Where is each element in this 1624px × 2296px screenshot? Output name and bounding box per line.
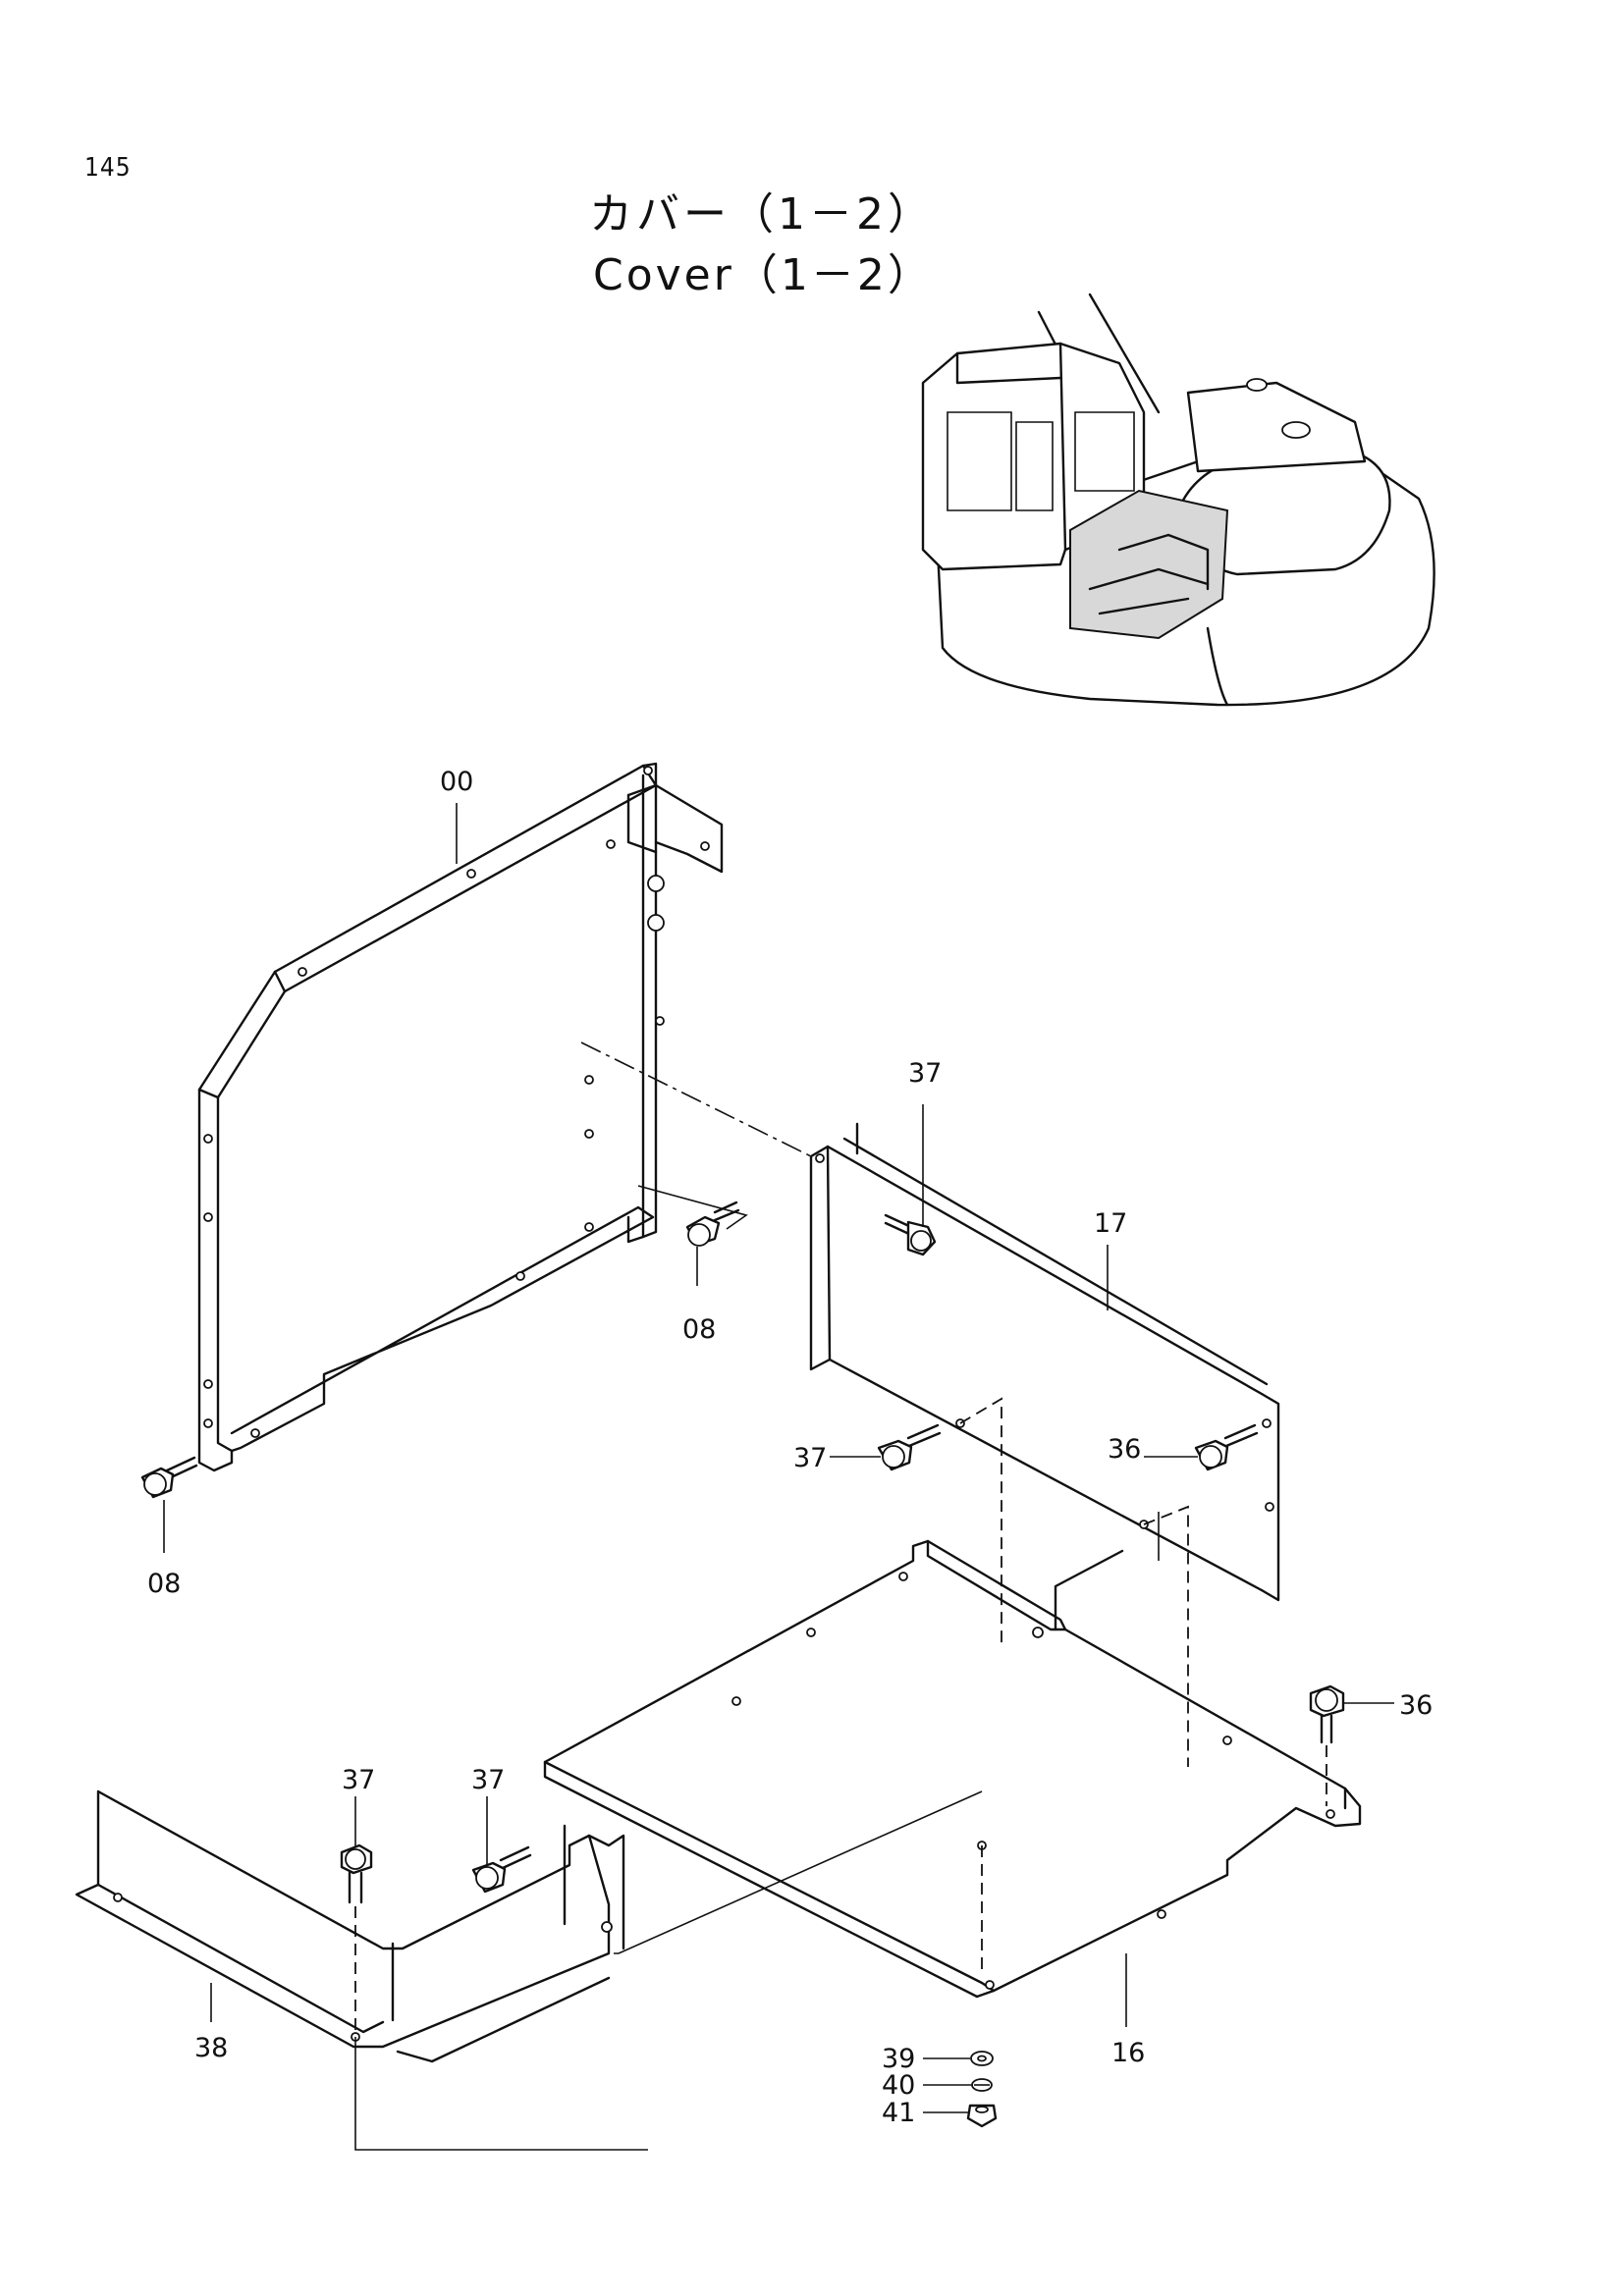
cover-part-38 (75, 1789, 648, 2151)
bolt-36-right (1309, 1684, 1345, 1806)
callout-41: 41 (882, 2098, 915, 2128)
callout-08-lower: 08 (147, 1569, 181, 1599)
title-english: Cover（1－2） (593, 250, 934, 300)
panel-part-17 (809, 1122, 1280, 1767)
washer-40 (971, 2078, 993, 2092)
bolt-37-mid (877, 1423, 942, 1471)
bolt-37-left-b (471, 1845, 532, 1894)
callout-36-right: 36 (1399, 1690, 1433, 1721)
callout-36-mid: 36 (1108, 1434, 1141, 1465)
callout-00: 00 (440, 767, 473, 797)
callout-39: 39 (882, 2044, 915, 2074)
callout-37-left-b: 37 (471, 1765, 505, 1795)
callout-40: 40 (882, 2070, 915, 2101)
callout-37-left-a: 37 (342, 1765, 375, 1795)
plate-part-16 (543, 1512, 1362, 1999)
frame-part-00 (197, 762, 812, 1472)
bolt-37-left-a (340, 1843, 373, 2030)
washer-39 (970, 2051, 994, 2066)
bolt-36-mid (1194, 1423, 1259, 1471)
nut-41 (966, 2104, 998, 2128)
callout-leaders (163, 803, 1394, 2113)
callout-37-mid: 37 (793, 1443, 827, 1473)
bolt-37-top (884, 1213, 937, 1256)
title-japanese: カバー（1－2） (589, 189, 935, 240)
callout-38: 38 (194, 2033, 228, 2063)
callout-17: 17 (1094, 1208, 1127, 1239)
callout-16: 16 (1111, 2038, 1145, 2068)
excavator-locator-illustration (921, 293, 1435, 707)
bolt-08-upper (685, 1201, 740, 1247)
bolt-08-lower (140, 1456, 198, 1499)
callout-37-top: 37 (908, 1058, 942, 1089)
callout-08-upper: 08 (682, 1314, 716, 1345)
page-number: 145 (84, 153, 132, 183)
